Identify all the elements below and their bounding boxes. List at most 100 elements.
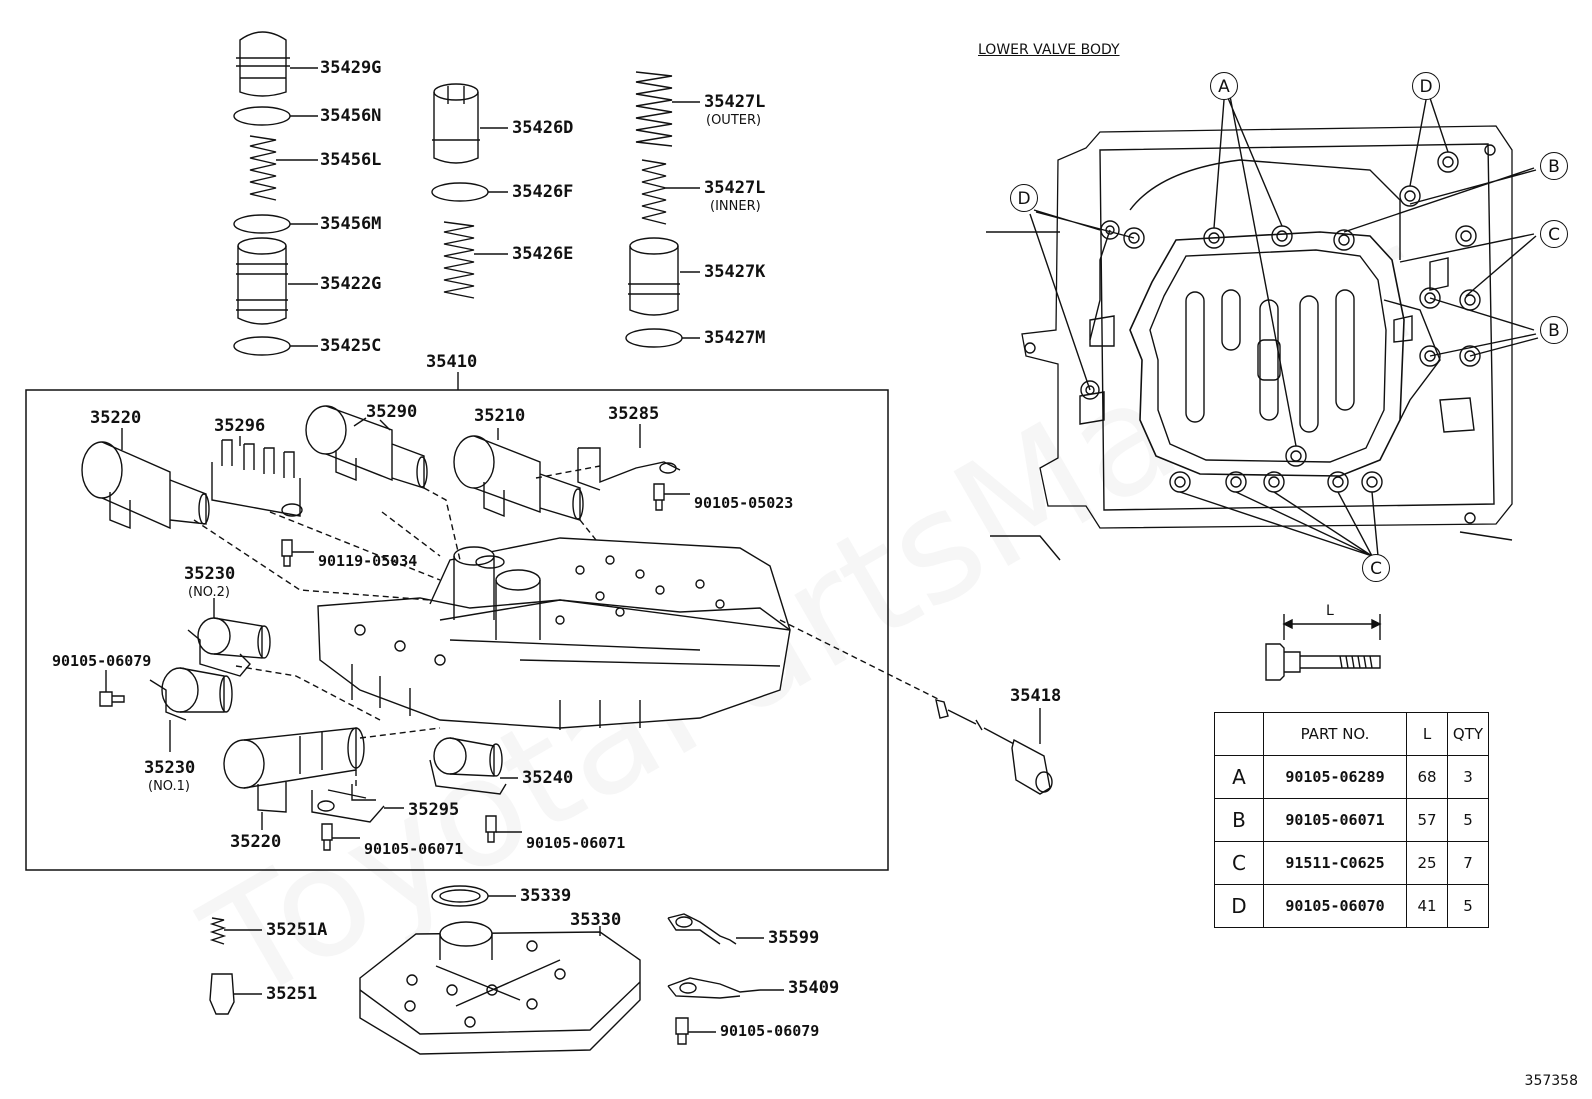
label-35456n: 35456N xyxy=(320,106,382,126)
part-35425c-oring xyxy=(233,336,318,356)
bolt-90105-06079-left xyxy=(99,670,125,707)
bolt-length-illustration xyxy=(1265,614,1382,681)
row-code: B xyxy=(1214,798,1264,842)
label-35426e: 35426E xyxy=(512,244,574,264)
row-part-no: 90105-06070 xyxy=(1263,884,1407,928)
label-35426d: 35426D xyxy=(512,118,574,138)
part-35251-check-ball xyxy=(209,973,262,1015)
illustration-reference-number: 357358 xyxy=(1524,1073,1578,1089)
label-no2: (NO.2) xyxy=(188,585,230,600)
label-90119-05034: 90119-05034 xyxy=(318,552,418,570)
assembly-box-35410 xyxy=(25,389,889,871)
part-35210-solenoid xyxy=(453,435,584,521)
table-row: B 90105-06071 57 5 xyxy=(1214,798,1489,842)
part-35427m-oring xyxy=(625,328,700,348)
part-35240-solenoid xyxy=(429,737,518,795)
row-length: 68 xyxy=(1406,755,1448,799)
bolt-90105-05023 xyxy=(653,483,690,511)
table-row: D 90105-06070 41 5 xyxy=(1214,884,1489,928)
lower-valve-body-title: LOWER VALVE BODY xyxy=(978,42,1120,58)
part-35295-bracket xyxy=(311,784,404,823)
dashed-leaders xyxy=(193,465,941,790)
part-35220-solenoid-bottom xyxy=(223,727,365,813)
label-35429g: 35429G xyxy=(320,58,382,78)
row-code: D xyxy=(1214,884,1264,928)
row-qty: 7 xyxy=(1447,841,1489,885)
header-length: L xyxy=(1406,712,1448,756)
part-35429g-plug xyxy=(236,31,318,97)
callout-a: A xyxy=(1210,72,1238,100)
header-part-no: PART NO. xyxy=(1263,712,1407,756)
part-35427l-inner-spring xyxy=(641,159,700,225)
label-no1: (NO.1) xyxy=(148,779,190,794)
table-header-row: PART NO. L QTY xyxy=(1214,712,1489,756)
label-90105-06079-left: 90105-06079 xyxy=(52,652,152,670)
valve-body-assembly xyxy=(317,537,791,730)
row-code: C xyxy=(1214,841,1264,885)
label-35285: 35285 xyxy=(608,404,660,424)
table-row: C 91511-C0625 25 7 xyxy=(1214,841,1489,885)
header-qty: QTY xyxy=(1447,712,1489,756)
bolt-90119-05034 xyxy=(281,539,314,567)
label-90105-05023: 90105-05023 xyxy=(694,494,794,512)
label-35427l-outer: 35427L xyxy=(704,92,766,112)
part-35426f-oring xyxy=(431,182,508,202)
bolt-90105-06079-bottom xyxy=(675,1017,716,1045)
label-35339: 35339 xyxy=(520,886,572,906)
label-35427l-inner: 35427L xyxy=(704,178,766,198)
lower-valve-body-drawing xyxy=(986,95,1539,561)
row-qty: 5 xyxy=(1447,798,1489,842)
label-35599: 35599 xyxy=(768,928,820,948)
part-35285-bracket xyxy=(577,447,681,491)
part-35456m-oring xyxy=(233,214,318,234)
label-35230-no1: 35230 xyxy=(144,758,196,778)
label-inner: (INNER) xyxy=(710,199,761,214)
part-35426d-accumulator-piston xyxy=(432,83,508,164)
part-35599-detent-spring xyxy=(667,913,764,945)
label-90105-06071-a: 90105-06071 xyxy=(364,840,464,858)
callout-d-left: D xyxy=(1010,184,1038,212)
row-length: 57 xyxy=(1406,798,1448,842)
label-35456m: 35456M xyxy=(320,214,382,234)
part-35220-solenoid-top xyxy=(81,441,210,530)
part-35230-no1-solenoid xyxy=(149,667,233,721)
callout-b-top: B xyxy=(1540,152,1568,180)
label-35456l: 35456L xyxy=(320,150,382,170)
callout-b-right: B xyxy=(1540,316,1568,344)
part-35330-strainer xyxy=(359,921,641,1055)
bolt-90105-06071-b xyxy=(485,815,522,843)
label-35427m: 35427M xyxy=(704,328,766,348)
part-35427k-piston xyxy=(628,237,700,316)
label-35251: 35251 xyxy=(266,984,318,1004)
part-35456l-spring xyxy=(249,135,318,201)
label-35290: 35290 xyxy=(366,402,418,422)
label-35409: 35409 xyxy=(788,978,840,998)
callout-d-top: D xyxy=(1412,72,1440,100)
part-35290-solenoid xyxy=(305,405,428,489)
label-35427k: 35427K xyxy=(704,262,766,282)
label-35220-top: 35220 xyxy=(90,408,142,428)
part-35230-no2-solenoid xyxy=(187,617,271,677)
bolt-90105-06071-a xyxy=(321,823,360,851)
label-35240: 35240 xyxy=(522,768,574,788)
label-35295: 35295 xyxy=(408,800,460,820)
row-part-no: 91511-C0625 xyxy=(1263,841,1407,885)
part-35426e-spring xyxy=(443,221,508,299)
label-35230-no2: 35230 xyxy=(184,564,236,584)
row-part-no: 90105-06071 xyxy=(1263,798,1407,842)
row-part-no: 90105-06289 xyxy=(1263,755,1407,799)
label-35251a: 35251A xyxy=(266,920,328,940)
label-35418: 35418 xyxy=(1010,686,1062,706)
label-35296: 35296 xyxy=(214,416,266,436)
label-leaders xyxy=(121,419,391,440)
row-length: 41 xyxy=(1406,884,1448,928)
bolt-spec-table: PART NO. L QTY A 90105-06289 68 3 B 9010… xyxy=(1214,712,1489,928)
label-35330: 35330 xyxy=(570,910,622,930)
row-length: 25 xyxy=(1406,841,1448,885)
row-qty: 5 xyxy=(1447,884,1489,928)
label-35422g: 35422G xyxy=(320,274,382,294)
header-code xyxy=(1214,712,1264,756)
bolt-holes xyxy=(1024,144,1496,524)
part-35427l-outer-spring xyxy=(635,71,700,147)
